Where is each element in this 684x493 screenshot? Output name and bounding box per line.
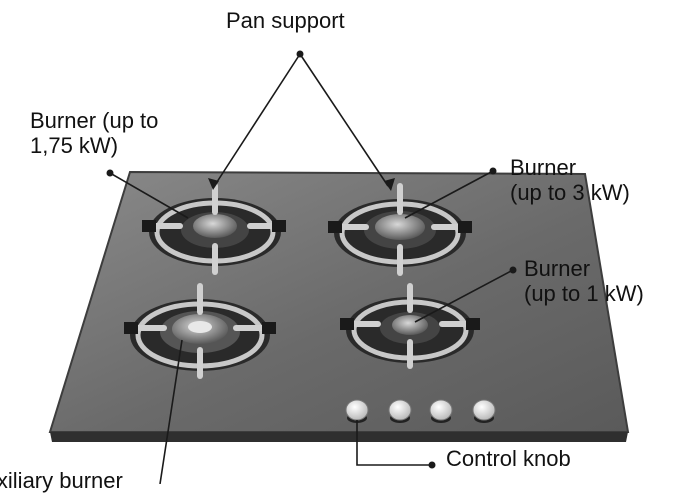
- label-line: Burner: [510, 155, 577, 180]
- label-burner-1kw: Burner (up to 1 kW): [524, 256, 644, 306]
- control-knob-icon: [429, 399, 453, 423]
- label-burner-1-75kw: Burner (up to 1,75 kW): [30, 108, 158, 158]
- control-knob-icon: [388, 399, 412, 423]
- label-line: 1,75 kW): [30, 133, 119, 158]
- label-burner-3kw: Burner (up to 3 kW): [510, 155, 630, 205]
- control-knob-icon: [472, 399, 496, 423]
- control-knobs: [345, 399, 496, 423]
- label-line: (up to 1 kW): [524, 281, 644, 306]
- label-line: Burner: [524, 256, 591, 281]
- label-line: (up to 3 kW): [510, 180, 630, 205]
- burner-bottom-right: [340, 283, 480, 369]
- burner-top-right: [328, 183, 472, 276]
- label-cut-off-bottom: Auxiliary burner: [0, 468, 123, 493]
- leader-dots: [106, 50, 517, 469]
- leader-lines: [109, 53, 514, 484]
- leader-arrowheads: [208, 178, 395, 191]
- hob-plate: [48, 170, 630, 442]
- label-line: Burner (up to: [30, 108, 159, 133]
- burner-bottom-left: [124, 283, 276, 379]
- label-control-knob: Control knob: [446, 446, 571, 471]
- label-pan-support: Pan support: [226, 8, 345, 33]
- control-knob-icon: [345, 399, 369, 423]
